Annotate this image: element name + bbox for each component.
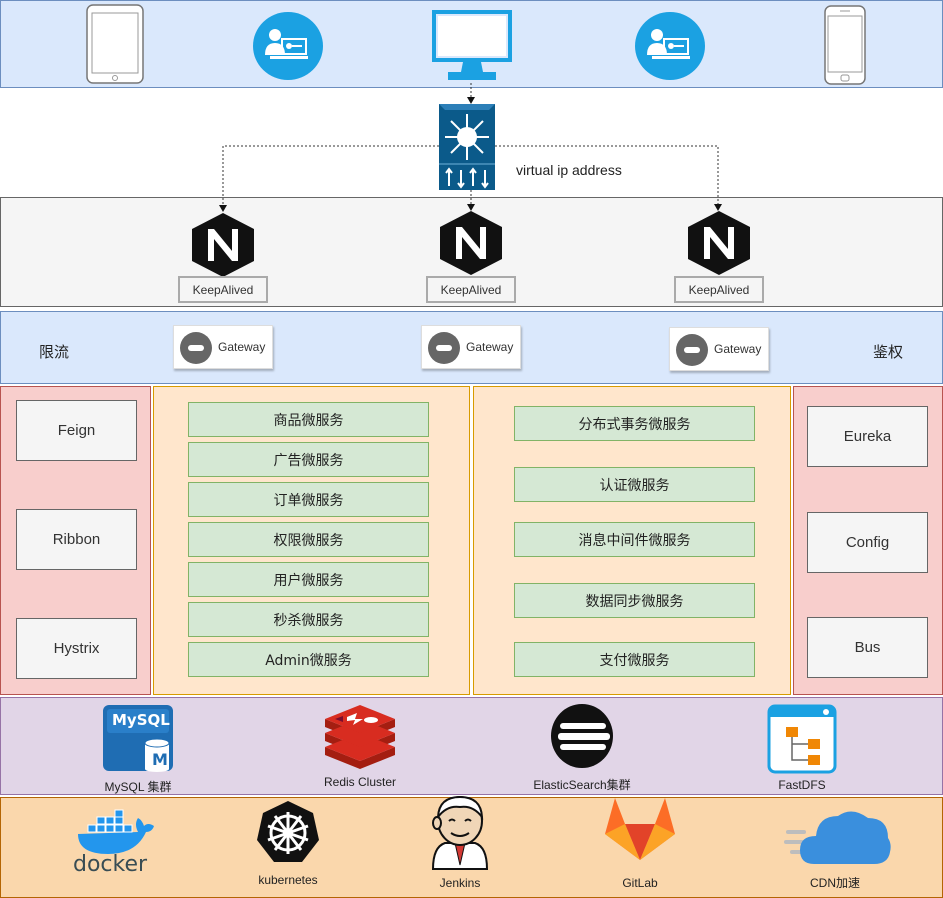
mobile-phone-icon [824,5,866,85]
redis-cluster-label: Redis Cluster [323,775,397,789]
connector-lines [219,83,722,212]
gitlab-logo-icon [605,798,675,860]
gateway-label: Gateway [466,340,514,354]
service-box: 秒杀微服务 [188,602,429,637]
desktop-monitor-icon [432,10,512,80]
rate-limit-label: 限流 [39,343,70,361]
gateway-icon [428,332,460,364]
docker-logo-text: docker [73,852,148,877]
config-box: Config [807,512,928,573]
tablet-icon [86,4,144,84]
fastdfs-logo-icon [767,704,837,774]
keepalived-badge: KeepAlived [674,276,764,303]
service-box: 广告微服务 [188,442,429,477]
mysql-logo-icon: M [103,705,173,772]
mysql-logo-text: MySQL [112,711,170,729]
service-box: 商品微服务 [188,402,429,437]
cdn-label: CDN加速 [810,876,860,890]
eureka-box: Eureka [807,406,928,467]
nginx-logo-icon [192,213,254,277]
elasticsearch-logo-icon [551,704,613,768]
hystrix-box: Hystrix [16,618,137,679]
service-box: 用户微服务 [188,562,429,597]
jenkins-logo-icon [431,795,489,870]
gitlab-label: GitLab [622,876,658,890]
svg-text:M: M [152,750,168,769]
gateway-label: Gateway [218,340,266,354]
service-box: 支付微服务 [514,642,755,677]
redis-logo-icon [325,705,395,769]
keepalived-badge: KeepAlived [178,276,268,303]
service-box: 权限微服务 [188,522,429,557]
load-balancer-switch-icon [439,104,495,190]
admin-user-icon [635,12,705,80]
service-box: 数据同步微服务 [514,583,755,618]
keepalived-badge: KeepAlived [426,276,516,303]
kubernetes-logo-icon [257,801,319,862]
bus-box: Bus [807,617,928,678]
nginx-logo-icon [440,211,502,275]
docker-logo-icon [78,809,154,854]
service-box: 订单微服务 [188,482,429,517]
mysql-cluster-label: MySQL 集群 [104,780,172,794]
service-box: Admin微服务 [188,642,429,677]
gateway-node: Gateway [173,325,273,369]
jenkins-label: Jenkins [439,876,481,890]
service-box: 认证微服务 [514,467,755,502]
cdn-cloud-icon [784,811,891,864]
feign-box: Feign [16,400,137,461]
gateway-icon [676,334,708,366]
gateway-label: Gateway [714,342,762,356]
kubernetes-label: kubernetes [258,873,318,887]
gateway-node: Gateway [421,325,521,369]
admin-user-icon [253,12,323,80]
ribbon-box: Ribbon [16,509,137,570]
service-box: 分布式事务微服务 [514,406,755,441]
service-box: 消息中间件微服务 [514,522,755,557]
nginx-logo-icon [688,211,750,275]
virtual-ip-label: virtual ip address [516,162,622,178]
elasticsearch-cluster-label: ElasticSearch集群 [533,778,631,792]
fastdfs-label: FastDFS [778,778,826,792]
gateway-icon [180,332,212,364]
gateway-node: Gateway [669,327,769,371]
auth-label: 鉴权 [873,343,904,361]
